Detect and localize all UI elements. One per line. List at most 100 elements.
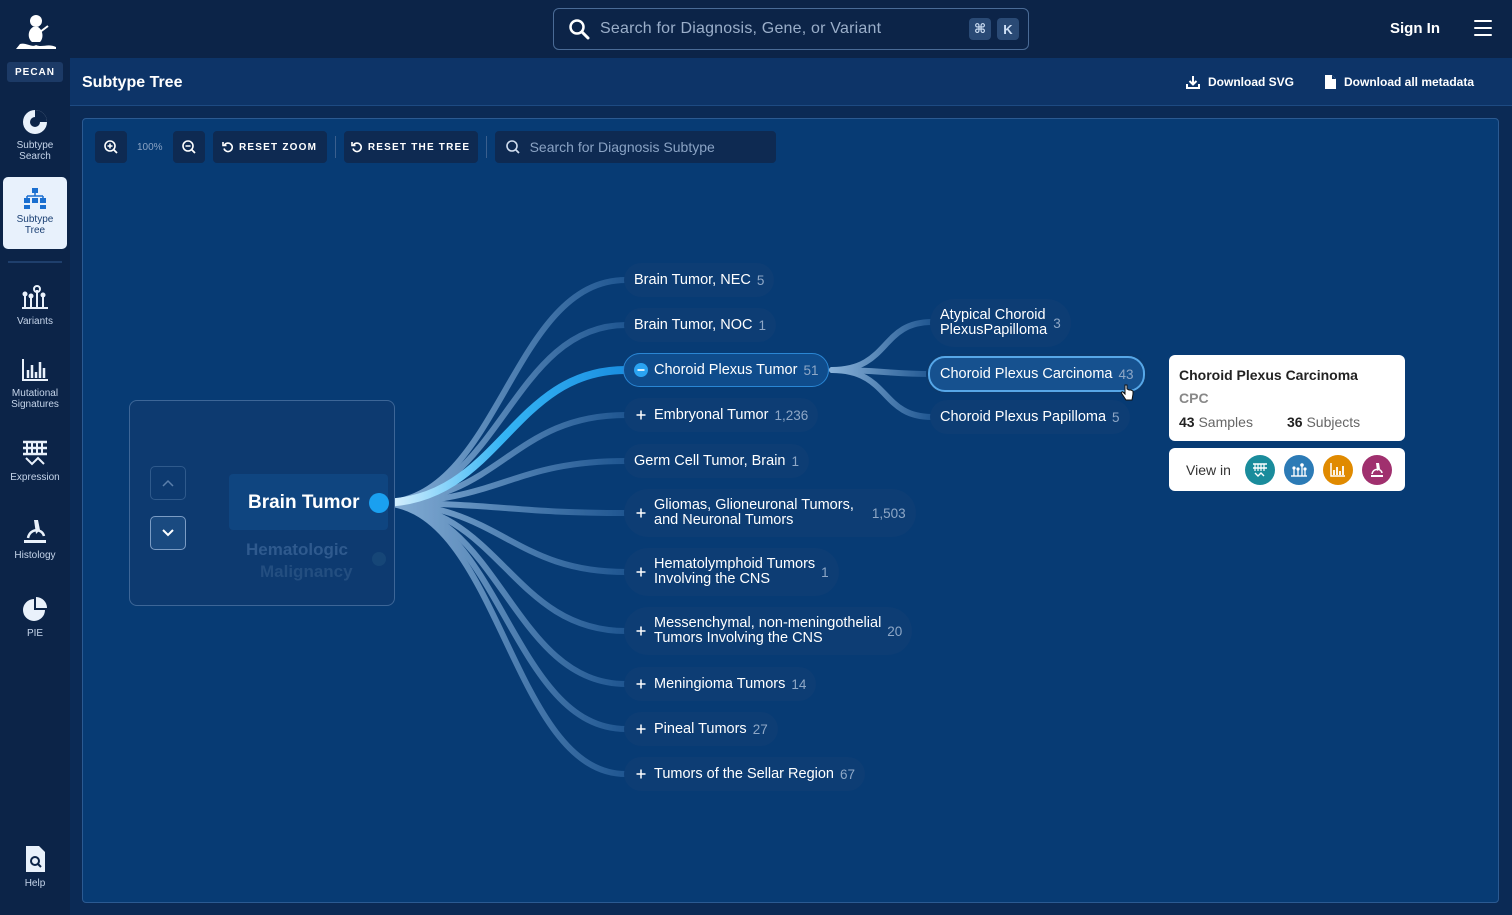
expand-icon[interactable] (634, 677, 648, 691)
root-option-faded[interactable]: Hematologic (246, 540, 349, 559)
st-jude-logo (16, 15, 56, 49)
sidebar-item-subtype-search[interactable]: Subtype Search (3, 108, 67, 170)
download-metadata-label: Download all metadata (1344, 75, 1475, 89)
subtype-search-icon (23, 110, 47, 134)
scroll-up-button[interactable] (150, 466, 186, 500)
menu-icon[interactable] (1474, 20, 1492, 36)
download-icon (1186, 76, 1200, 89)
zoom-out-button[interactable] (172, 131, 205, 163)
expression-view-button[interactable] (1245, 455, 1275, 485)
variants-view-button[interactable] (1284, 455, 1314, 485)
root-node-dot (369, 493, 389, 513)
sidebar-item-histology[interactable]: Histology (3, 516, 67, 568)
subtype-info-card: Choroid Plexus Carcinoma CPC 43 Samples … (1169, 355, 1405, 441)
page-title: Subtype Tree (82, 74, 183, 91)
card-title: Choroid Plexus Carcinoma (1179, 367, 1358, 383)
subtype-search-input[interactable]: Search for Diagnosis Subtype (494, 131, 776, 163)
zoom-in-icon (104, 140, 118, 154)
sidebar-label: Variants (17, 316, 53, 327)
faded-node-dot (372, 552, 386, 566)
node-label: Gliomas, Glioneuronal Tumors,and Neurona… (654, 497, 854, 528)
tree-node[interactable]: Brain Tumor, NOC 1 (624, 308, 776, 342)
expand-icon[interactable] (634, 767, 648, 781)
k-key-hint: K (997, 18, 1019, 40)
edge-brain-nec (377, 277, 629, 506)
sidebar-item-mutational-signatures[interactable]: Mutational Signatures (3, 356, 67, 416)
collapse-icon[interactable] (634, 363, 648, 377)
tree-node[interactable]: Embryonal Tumor 1,236 (624, 398, 819, 432)
tree-node[interactable]: Meningioma Tumors 14 (624, 667, 817, 701)
chevron-down-icon (162, 529, 174, 537)
sidebar-label: PIE (26, 628, 44, 639)
tree-node[interactable]: Pineal Tumors 27 (624, 712, 778, 746)
root-label: Brain Tumor (248, 492, 360, 513)
reset-zoom-label: RESET ZOOM (239, 141, 318, 153)
histology-view-button[interactable] (1362, 455, 1392, 485)
sidebar (0, 0, 70, 915)
reset-zoom-button[interactable]: RESET ZOOM (212, 131, 327, 163)
expand-icon[interactable] (634, 506, 648, 520)
sidebar-item-help[interactable]: Help (3, 844, 67, 896)
tree-node[interactable]: Gliomas, Glioneuronal Tumors,and Neurona… (624, 489, 916, 537)
cursor-pointer-icon (1121, 384, 1134, 401)
chevron-up-icon (162, 479, 174, 487)
root-option-faded: Malignancy (260, 562, 353, 581)
node-count: 1 (821, 564, 829, 580)
root-option-selected[interactable] (229, 474, 388, 530)
scroll-down-button[interactable] (150, 516, 186, 550)
node-count: 27 (752, 721, 768, 737)
expand-icon[interactable] (634, 565, 648, 579)
edge-embryonal (377, 412, 629, 506)
tree-node[interactable]: Germ Cell Tumor, Brain 1 (624, 444, 810, 478)
expand-icon[interactable] (634, 722, 648, 736)
sidebar-item-subtype-tree[interactable]: Subtype Tree (3, 177, 67, 249)
zoom-in-button[interactable] (95, 131, 127, 163)
reset-icon (222, 142, 233, 153)
tree-node[interactable]: Tumors of the Sellar Region 67 (624, 757, 866, 791)
expand-icon[interactable] (634, 408, 648, 422)
search-icon (505, 140, 520, 154)
subtype-tree-icon (24, 188, 46, 209)
histology-icon (24, 520, 46, 543)
tree-toolbar: 100% RESET ZOOM RESET THE TREE Search fo… (95, 130, 776, 164)
subtype-search-placeholder: Search for Diagnosis Subtype (529, 139, 715, 155)
view-in-label: View in (1186, 462, 1231, 478)
variants-icon (1291, 463, 1307, 477)
sidebar-label: Expression (10, 472, 60, 483)
global-search-input[interactable]: Search for Diagnosis, Gene, or Variant ⌘… (553, 8, 1029, 50)
download-metadata-button[interactable]: Download all metadata (1324, 75, 1474, 89)
pie-icon (23, 597, 47, 621)
tree-node[interactable]: Brain Tumor, NEC 5 (624, 263, 775, 297)
sidebar-label: Signatures (11, 399, 59, 410)
search-icon (569, 19, 590, 40)
mutational-signatures-view-button[interactable] (1323, 455, 1353, 485)
help-icon (26, 846, 45, 872)
mutational-signatures-icon (1330, 463, 1345, 477)
download-svg-button[interactable]: Download SVG (1186, 75, 1294, 89)
tree-node-expanded[interactable]: Choroid Plexus Tumor 51 (623, 353, 830, 387)
edge-choroid-selected (376, 366, 630, 507)
expand-icon[interactable] (634, 624, 648, 638)
sidebar-label: Subtype (16, 140, 54, 151)
reset-tree-button[interactable]: RESET THE TREE (343, 131, 478, 163)
edge-brain-noc (377, 322, 629, 506)
sidebar-item-pie[interactable]: PIE (3, 596, 67, 648)
sidebar-label: Tree (24, 225, 46, 236)
sidebar-item-variants[interactable]: Variants (3, 284, 67, 336)
tree-node[interactable]: Choroid Plexus Papilloma 5 (930, 400, 1130, 434)
tree-node-highlighted[interactable]: Choroid Plexus Carcinoma 43 (928, 356, 1145, 392)
sidebar-item-expression[interactable]: Expression (3, 438, 67, 490)
toolbar-divider (485, 136, 487, 158)
command-key-icon: ⌘ (969, 18, 991, 40)
node-count: 14 (791, 676, 807, 692)
toolbar-divider (334, 136, 336, 158)
sign-in-link[interactable]: Sign In (1390, 20, 1440, 37)
node-label: Choroid Plexus Carcinoma (940, 365, 1113, 382)
